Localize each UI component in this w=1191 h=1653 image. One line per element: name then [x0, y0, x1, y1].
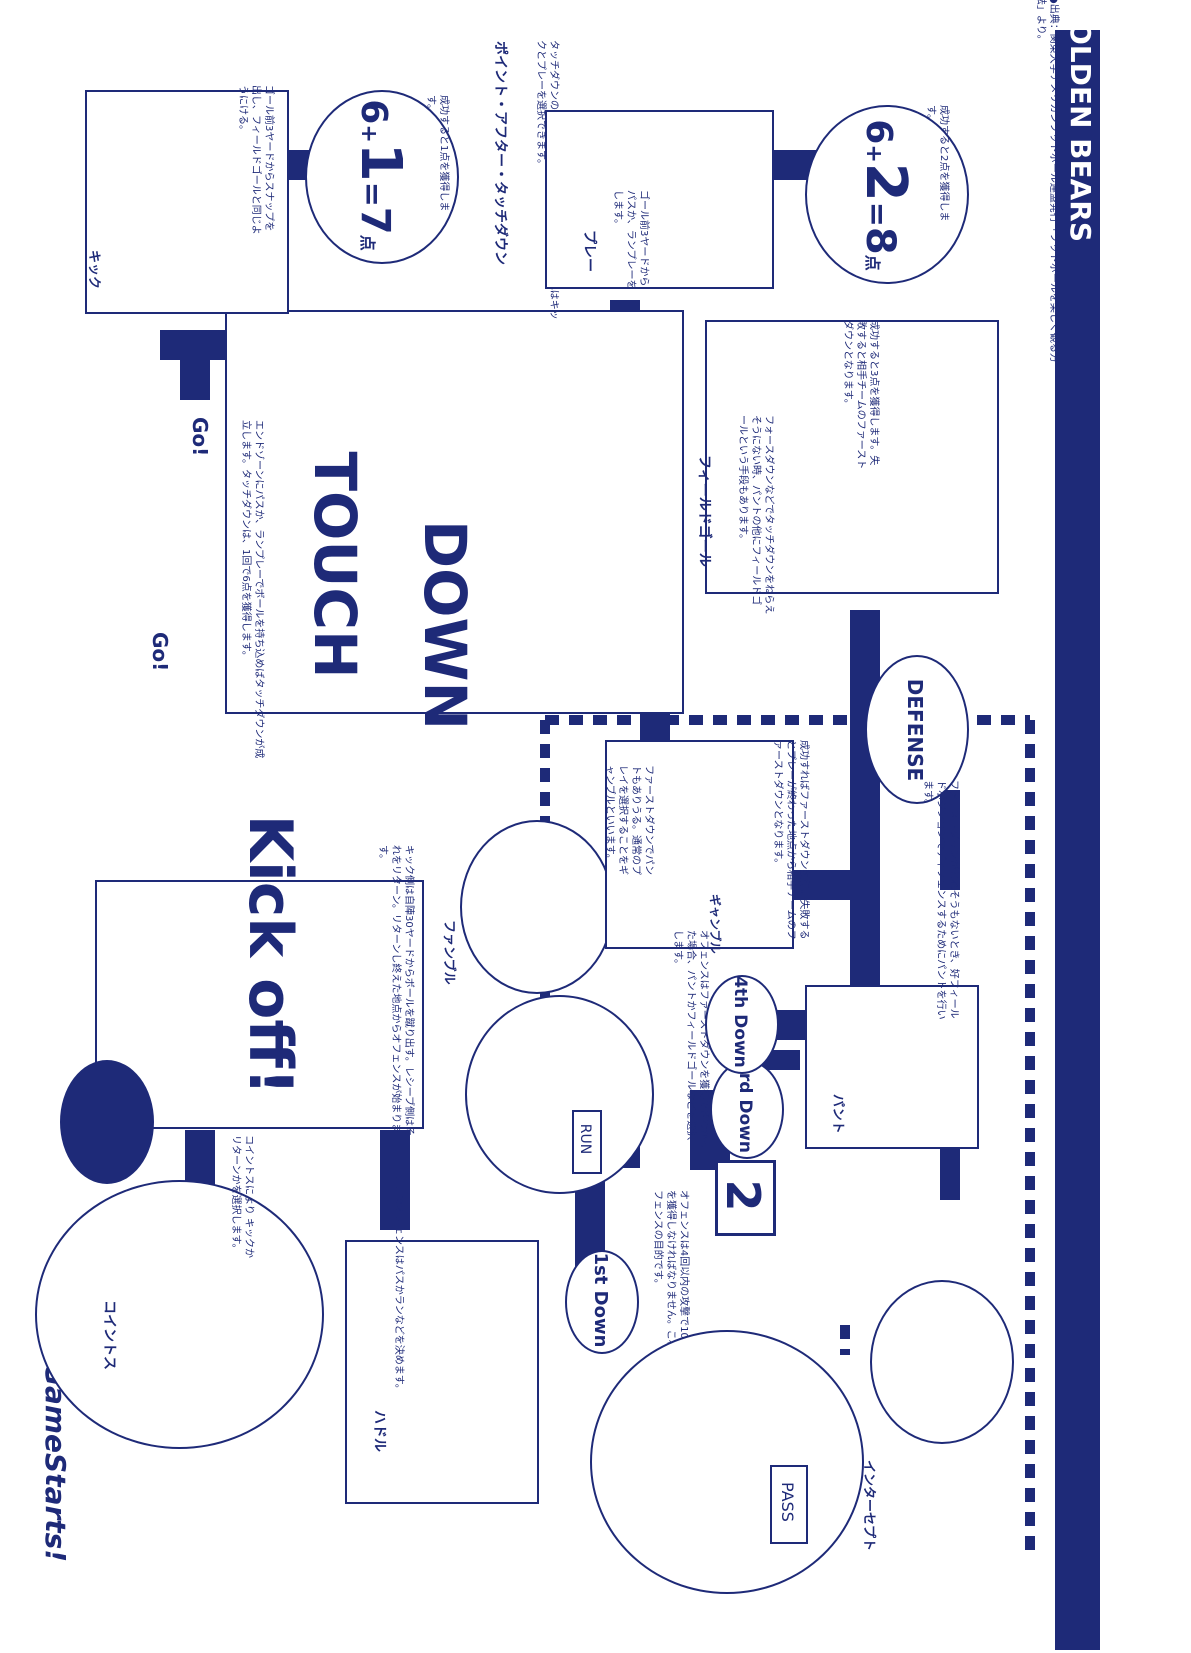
- fourth-down-label: 4th Down: [730, 976, 750, 1068]
- play-score-six: 6: [858, 119, 899, 145]
- pass-sign: [770, 1465, 808, 1544]
- huddle-label: ハドル: [371, 1410, 387, 1452]
- huddle-desc: ここでオフェンスはパスかランなどを決めます。: [393, 1175, 404, 1394]
- play-score-unit: 点: [863, 254, 882, 271]
- kickoff-desc: キック側は自陣30ヤードからボールを蹴り出す。レシーブ側はそれをリターン。リター…: [377, 845, 414, 1137]
- run-sign: [572, 1110, 602, 1174]
- play-score-equals: =: [859, 201, 894, 227]
- pass-circle: [590, 1330, 864, 1594]
- play-desc: ゴール前3ヤードからパスか、ランプレーをします。: [612, 190, 649, 290]
- play-label: プレー: [581, 230, 597, 272]
- cheer-go-2: Go!: [188, 417, 212, 457]
- intercept-circle: [870, 1280, 1014, 1444]
- pass-label: PASS: [778, 1482, 797, 1522]
- kickoff-title: Kick off!: [235, 814, 305, 1096]
- second-down-sign: [715, 1160, 776, 1236]
- defense-oval: [865, 655, 969, 804]
- cointoss-circle: [35, 1180, 324, 1449]
- kick-desc: ゴール前3ヤードからスナップを出し、フィールドゴールと同じようにける。: [237, 85, 274, 235]
- run-circle: [465, 995, 654, 1194]
- play-score-desc: 成功すると2点を獲得します。: [925, 105, 949, 222]
- kick-score: 6+1=7点: [345, 90, 415, 260]
- second-down-number: 2: [716, 1179, 770, 1212]
- touchdown-desc: エンドゾーンにパスか、ランプレーでボールを持ち込めばタッチダウンが成立します。タ…: [240, 420, 264, 759]
- play-score-total: 8: [857, 226, 903, 255]
- gamble-desc: 成功すればファーストダウン獲得。失敗するとプレーが終わった地点から相手チームのフ…: [772, 740, 809, 940]
- touchdown-panel: [225, 310, 684, 714]
- kick-score-plus: +: [356, 124, 381, 143]
- punt-panel: [805, 985, 979, 1149]
- kick-score-desc: 成功すると1点を獲得します。: [425, 95, 449, 212]
- play-score-circle: [805, 105, 969, 284]
- play-score-plus: +: [861, 144, 886, 163]
- source-note: ●出典：関東大学アメリカンフットボール連盟発行「フットボールを楽しく観る方法」よ…: [1035, 0, 1059, 363]
- cointoss-label: コイントス: [101, 1300, 117, 1370]
- first-down-oval: [565, 1250, 639, 1354]
- cheer-go-1: Go!: [148, 632, 172, 672]
- touchdown-title-1: TOUCH: [301, 451, 369, 679]
- touchdown-title-2: DOWN: [411, 520, 479, 730]
- kick-score-six: 6: [353, 99, 394, 125]
- run-label: RUN: [577, 1123, 593, 1155]
- fumble-circle: [460, 820, 614, 994]
- kick-score-main: 1: [348, 142, 413, 182]
- header-band: [1055, 30, 1100, 1650]
- kick-score-total: 7: [352, 206, 398, 235]
- cointoss-desc: コイントスにより キックかリターンかを選択します。: [230, 1135, 254, 1258]
- kick-score-equals: =: [354, 181, 389, 207]
- fieldgoal-panel: [705, 320, 999, 594]
- punt-label: パント: [830, 1094, 845, 1134]
- fumble-panel-desc: ファーストダウンでパントもありうる。通常のプレイを選択することをギャンブルといい…: [604, 765, 654, 875]
- gamble-panel: [605, 740, 794, 949]
- huddle-panel: [345, 1240, 539, 1504]
- kick-score-circle: [305, 90, 459, 264]
- football-icon: [60, 1060, 154, 1184]
- fourth-down-oval: [705, 975, 779, 1074]
- kick-label: キック: [86, 250, 101, 290]
- intercept-label: インターセプト: [861, 1460, 876, 1552]
- defense-label: DEFENSE: [903, 678, 927, 782]
- kickoff-panel: [95, 880, 424, 1129]
- fumble-label: ファンブル: [441, 920, 456, 985]
- kick-score-unit: 点: [358, 234, 377, 251]
- first-down-label: 1st Down: [590, 1252, 611, 1348]
- kick-panel: [85, 90, 289, 314]
- fourth-desc: オフェンスはファーストダウンを獲得できなかった場合、パントかフィールドゴールなど…: [672, 930, 709, 1150]
- punt-desc: ファーストダウンがとれそうもないとき、好フィールドポジションでディフェンスするた…: [922, 780, 959, 1020]
- play-score: 6+2=8点: [850, 105, 920, 285]
- fieldgoal-desc: フォースダウンなどでタッチダウンをねらえそうにない時、パントの他にフィールドゴー…: [737, 415, 774, 615]
- fieldgoal-label: フィールドゴール: [696, 455, 712, 567]
- pat-heading: ポイント・アフター・タッチダウン: [492, 41, 508, 265]
- fieldgoal-score-desc: 成功すると3点を獲得します。失敗すると相手チームのファーストダウンとなります。: [842, 320, 879, 470]
- play-score-main: 2: [853, 162, 918, 202]
- play-panel: [545, 110, 774, 289]
